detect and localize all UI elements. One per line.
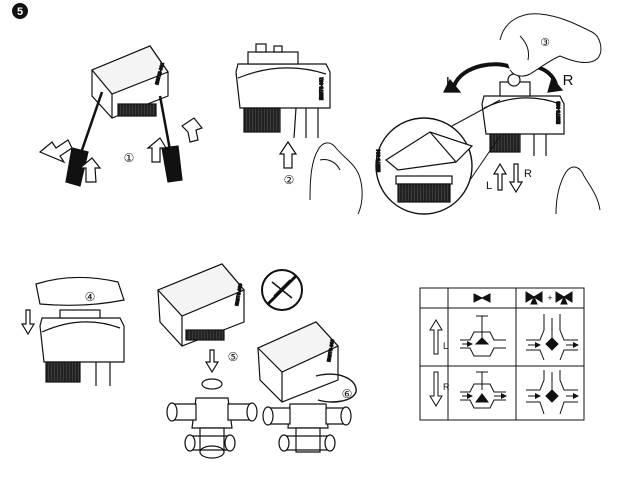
valve-left [166, 378, 258, 459]
hand-hold [555, 166, 601, 215]
panel-step-5-6: ENSTG-005 ENSTG-006 [156, 263, 357, 459]
rotate-label-right: R [563, 72, 574, 89]
svg-text:ENSTG-002: ENSTG-002 [319, 77, 324, 100]
arrow-out-left [38, 139, 73, 164]
arrow-down-small [508, 163, 524, 194]
actuator-cover [35, 276, 125, 306]
step-badge: 5 [12, 3, 28, 19]
panel-step-1: ENSTG-001 [38, 45, 204, 187]
cell-three-way-closed [526, 370, 579, 415]
rotation-arrow [315, 373, 357, 403]
panel-step-3: ENSTG-003 ENSTG-004 [375, 13, 602, 215]
actuator-body [235, 63, 331, 109]
panel-step-4 [20, 276, 125, 386]
actuator-body [481, 95, 565, 135]
actuator-knurled-ring [243, 107, 281, 133]
valve-right [262, 403, 352, 453]
step-number: 5 [17, 6, 23, 18]
cell-two-way-closed [460, 371, 507, 409]
actuator-body [39, 317, 125, 363]
rotate-label-left: L [446, 74, 454, 91]
arrow-down [204, 349, 220, 374]
svg-text:ENSTG-003: ENSTG-003 [556, 101, 561, 124]
arrow-push-left [78, 157, 102, 183]
panel-step-2: ENSTG-002 [235, 43, 363, 215]
cell-two-way-open [460, 315, 506, 357]
no-tools-icon [261, 269, 303, 311]
step-circled-2: ② [284, 173, 295, 187]
arrow-up-small [492, 162, 508, 191]
hand-rotate [499, 13, 602, 77]
hand-push [309, 142, 363, 215]
header-three-way-icon [525, 291, 573, 305]
actuator-knurled-ring [117, 103, 157, 117]
arrow-up [278, 140, 298, 169]
svg-text:ENSTG-006: ENSTG-006 [326, 339, 335, 363]
direction-label-left: L [486, 180, 492, 192]
actuator-knurled-ring [489, 133, 521, 153]
row-label-down: R [443, 382, 450, 392]
table-plus-sign: + [547, 293, 552, 303]
screwdriver-left [65, 91, 104, 187]
step-circled-1: ① [124, 151, 135, 165]
screwdriver-right [158, 95, 183, 183]
direction-label-right: R [524, 168, 532, 180]
cell-three-way-open [526, 314, 579, 361]
rotate-arrow-left [452, 62, 514, 87]
arrow-down [20, 309, 36, 336]
svg-text:ENSTG-005: ENSTG-005 [234, 283, 243, 307]
arrow-push-right [146, 137, 168, 163]
row-arrow-down [429, 371, 443, 407]
header-two-way-icon [473, 293, 491, 303]
flow-table [419, 287, 585, 421]
actuator-top [91, 45, 169, 95]
step-circled-4: ④ [85, 290, 96, 304]
actuator-knurled-ring [45, 361, 81, 383]
actuator-electronics [247, 51, 299, 65]
step-circled-3: ③ [540, 37, 550, 49]
step-circled-5: ⑤ [228, 350, 239, 364]
row-arrow-up [429, 319, 443, 355]
step-circled-6: ⑥ [342, 387, 353, 401]
row-label-up: L [443, 341, 448, 351]
arrow-out-right [181, 117, 204, 143]
svg-text:ENSTG-004: ENSTG-004 [376, 149, 381, 172]
